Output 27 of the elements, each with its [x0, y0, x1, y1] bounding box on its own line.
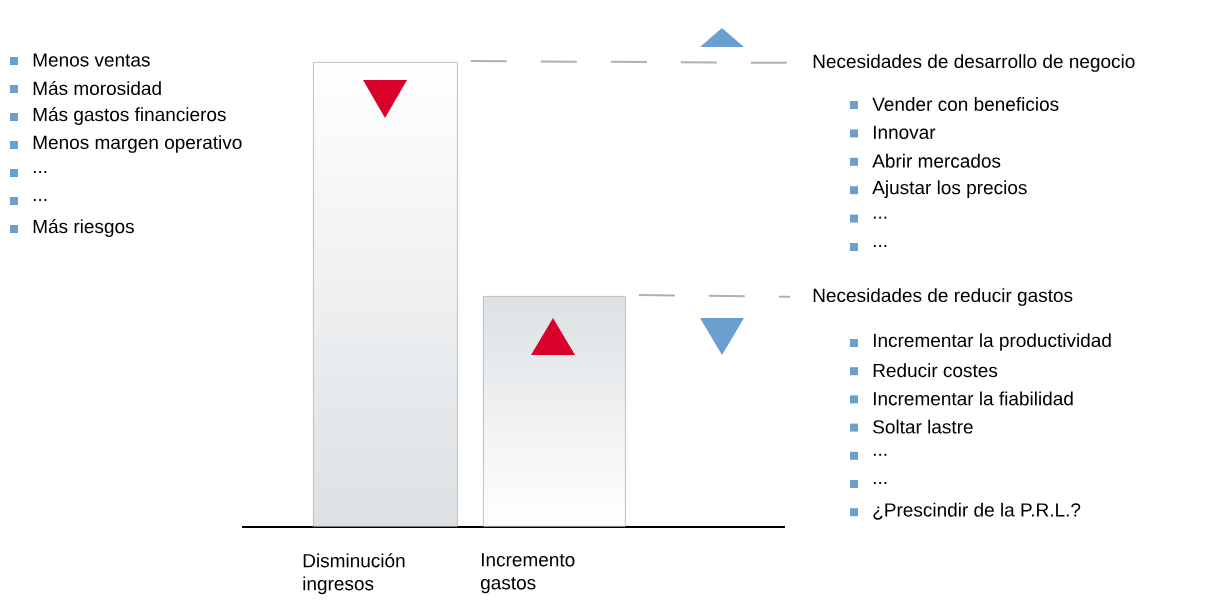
list-item: ...: [33, 199, 47, 201]
list-item: Incrementar la productividad: [873, 333, 1111, 351]
list-item: Más riesgos: [33, 219, 134, 237]
list-item: Más gastos financieros: [33, 107, 226, 125]
heading: Necesidades de desarrollo de negocio: [813, 54, 1135, 72]
list-item: Innovar: [873, 125, 936, 140]
list-item: Menos ventas: [33, 53, 150, 67]
list-item: Más morosidad: [33, 80, 161, 96]
list-item: Abrir mercados: [872, 153, 1001, 168]
list-item: Ajustar los precios: [872, 180, 1027, 199]
node-label: Disminución ingresos: [303, 553, 405, 595]
node-label: Incremento gastos: [481, 553, 575, 594]
heading: Necesidades de reducir gastos: [813, 288, 1073, 306]
list-item: ¿Prescindir de la P.R.L.?: [873, 502, 1081, 520]
list-item: Reducir costes: [873, 363, 998, 378]
list-item: Vender con beneficios: [872, 97, 1059, 111]
list-item: ...: [873, 482, 887, 484]
list-item: ...: [873, 245, 887, 247]
list-item: ...: [873, 453, 887, 456]
list-item: Incrementar la fiabilidad: [873, 391, 1073, 406]
list-item: ...: [33, 171, 47, 173]
list-item: Menos margen operativo: [33, 135, 242, 153]
list-item: ...: [873, 216, 887, 219]
list-item: Soltar lastre: [873, 419, 973, 434]
bar: Disminución ingresos: [303, 62, 458, 595]
bar: Incremento gastos: [481, 296, 626, 594]
dashed-line: [637, 294, 791, 298]
